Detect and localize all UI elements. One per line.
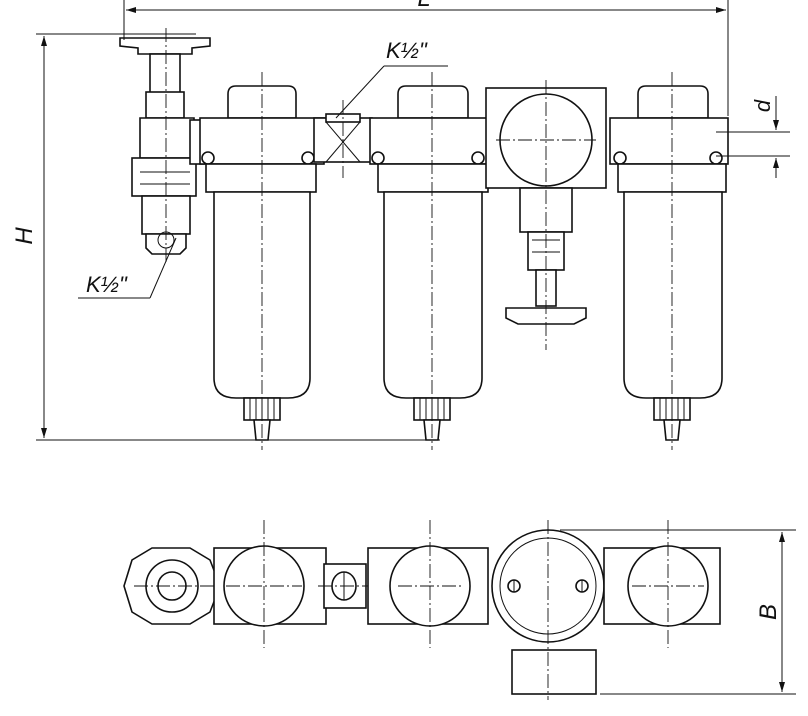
dimension-label-h: H	[11, 227, 38, 245]
dimension-d: d	[716, 96, 790, 178]
port-label-middle: K½"	[386, 38, 428, 63]
valve-nut	[131, 157, 197, 197]
connector-middle	[313, 100, 373, 178]
valve-bonnet	[145, 91, 185, 119]
filter-unit-2	[369, 72, 495, 450]
dimension-label-l: L	[417, 0, 430, 12]
top-view: B	[123, 520, 796, 700]
filter-unit-3	[609, 72, 729, 450]
dimension-l: L	[123, 0, 729, 116]
dimension-label-d: d	[750, 99, 775, 112]
dimension-label-b: B	[755, 604, 782, 620]
top-filter-3	[603, 520, 721, 648]
valve-stem	[149, 53, 181, 95]
dimension-b: B	[560, 529, 796, 695]
front-view: H L d K½" K½"	[11, 0, 790, 450]
top-regulator	[491, 520, 605, 700]
top-connector	[318, 563, 370, 609]
port-label-left: K½"	[86, 272, 128, 297]
valve-assembly	[119, 28, 211, 262]
top-filter-1	[213, 520, 327, 648]
leader-port-left: K½"	[78, 237, 177, 299]
valve-body	[139, 117, 195, 159]
leader-port-middle: K½"	[335, 38, 448, 119]
regulator-unit	[485, 80, 607, 350]
dimension-h: H	[11, 33, 440, 441]
valve-handwheel	[119, 37, 211, 55]
top-valve	[123, 547, 228, 625]
top-filter-2	[367, 520, 489, 648]
filter-unit-1	[199, 72, 325, 450]
